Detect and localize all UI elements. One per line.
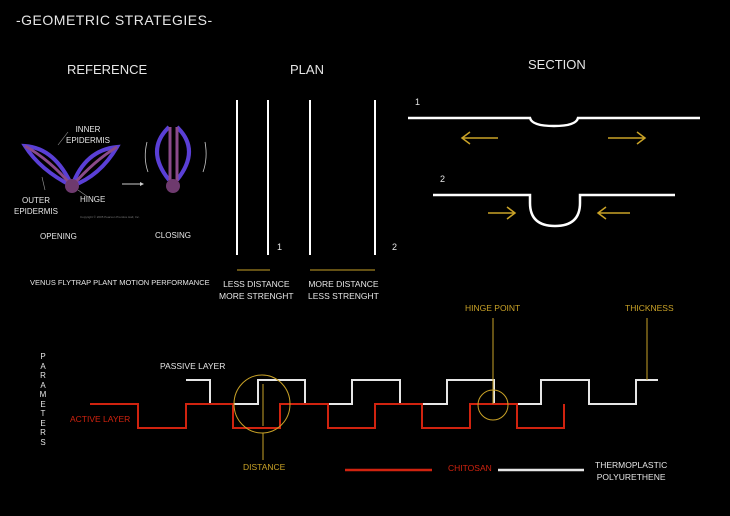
closing-label: CLOSING [155, 231, 192, 240]
section-arrows [460, 131, 647, 220]
active-layer-label: ACTIVE LAYER [70, 414, 131, 424]
plan-heading: PLAN [290, 62, 324, 77]
passive-layer-label: PASSIVE LAYER [160, 361, 226, 371]
active-layer-line [90, 403, 565, 429]
passive-layer-line [186, 379, 658, 405]
hinge-label: HINGE [80, 195, 106, 204]
reference-heading: REFERENCE [67, 62, 148, 77]
section-label-1: 1 [415, 97, 421, 107]
parameters-side-label: PARAMETERS [39, 352, 47, 447]
section-line-1 [408, 116, 700, 128]
distance-label: DISTANCE [243, 462, 286, 472]
section-label-2: 2 [440, 174, 446, 184]
hinge-point-label: HINGE POINT [465, 303, 521, 313]
section-line-2 [433, 193, 675, 228]
reference-caption: VENUS FLYTRAP PLANT MOTION PERFORMANCE [30, 278, 210, 287]
flytrap-closed-icon [144, 125, 207, 193]
page-title: -GEOMETRIC STRATEGIES- [16, 12, 213, 28]
plan-label-2: 2 [392, 242, 398, 252]
flytrap-open-icon [21, 131, 121, 198]
plan-lines [236, 100, 376, 255]
distance-circle [233, 374, 291, 434]
thickness-label: THICKNESS [625, 303, 674, 313]
section-heading: SECTION [528, 57, 586, 72]
copyright: Copyright © 2005 Pearson Prentice Hall, … [80, 215, 140, 219]
legend-chitosan-label: CHITOSAN [448, 463, 492, 473]
plan-label-1: 1 [277, 242, 283, 252]
opening-label: OPENING [40, 232, 77, 241]
